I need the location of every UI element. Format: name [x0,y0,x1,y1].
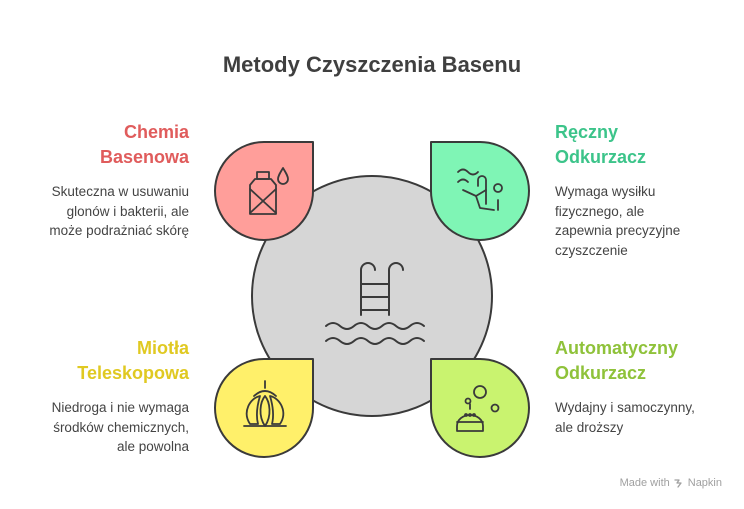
petal-reczny [429,140,530,241]
page-title: Metody Czyszczenia Basenu [222,52,522,77]
pool-ladder-icon [325,262,425,345]
made-with-napkin-badge[interactable]: Made with Napkin [620,477,722,489]
automat-heading-line1: Automatyczny [555,338,679,358]
reczny-heading: Ręczny Odkurzacz [555,120,646,170]
chemical-bottle-icon [249,167,289,215]
napkin-brand-label: Napkin [687,477,722,489]
chemia-heading-line1: Chemia [123,122,189,142]
automat-desc-line2: ale droższy [555,419,624,435]
napkin-logo-icon [674,479,682,488]
automat-description: Wydajny i samoczynny, ale droższy [555,398,695,437]
miotla-desc-line3: ale powolna [116,439,189,454]
chemia-heading-line2: Basenowa [99,147,189,167]
automat-heading: Automatyczny Odkurzacz [555,336,678,386]
automat-heading-line2: Odkurzacz [555,363,647,383]
swimmer-ladder-icon [457,168,503,211]
petal-chemia [214,140,315,241]
made-with-label: Made with [619,477,670,489]
petal-miotla [214,357,315,458]
chemia-desc-line1: Skuteczna w usuwaniu [51,184,189,199]
miotla-desc-line1: Niedroga i nie wymaga [51,400,189,415]
chemia-heading: Chemia Basenowa [100,120,189,170]
reczny-description: Wymaga wysiłku fizycznego, ale zapewnia … [555,182,680,260]
miotla-heading: Miotła Teleskopowa [77,336,189,386]
miotla-desc-line2: środków chemicznych, [53,419,189,435]
chemia-desc-line2: glonów i bakterii, ale [66,203,189,219]
automat-desc-line1: Wydajny i samoczynny, [555,400,695,415]
reczny-heading-line2: Odkurzacz [555,147,647,167]
reczny-desc-line2: fizycznego, ale [555,203,645,219]
reczny-desc-line3: zapewnia precyzyjne [555,223,681,238]
reczny-heading-line1: Ręczny [555,122,619,142]
robot-bubbles-icon [456,385,500,432]
petal-automat [429,357,530,458]
chemia-description: Skuteczna w usuwaniu glonów i bakterii, … [49,182,189,241]
reczny-desc-line1: Wymaga wysiłku [555,184,656,199]
miotla-description: Niedroga i nie wymaga środków chemicznyc… [52,398,189,457]
miotla-heading-line2: Teleskopowa [77,363,189,383]
reczny-desc-line4: czyszczenie [555,242,628,258]
miotla-heading-line1: Miotła [137,338,189,358]
brush-head-icon [243,380,287,427]
chemia-desc-line3: może podrażniać skórę [49,223,189,238]
